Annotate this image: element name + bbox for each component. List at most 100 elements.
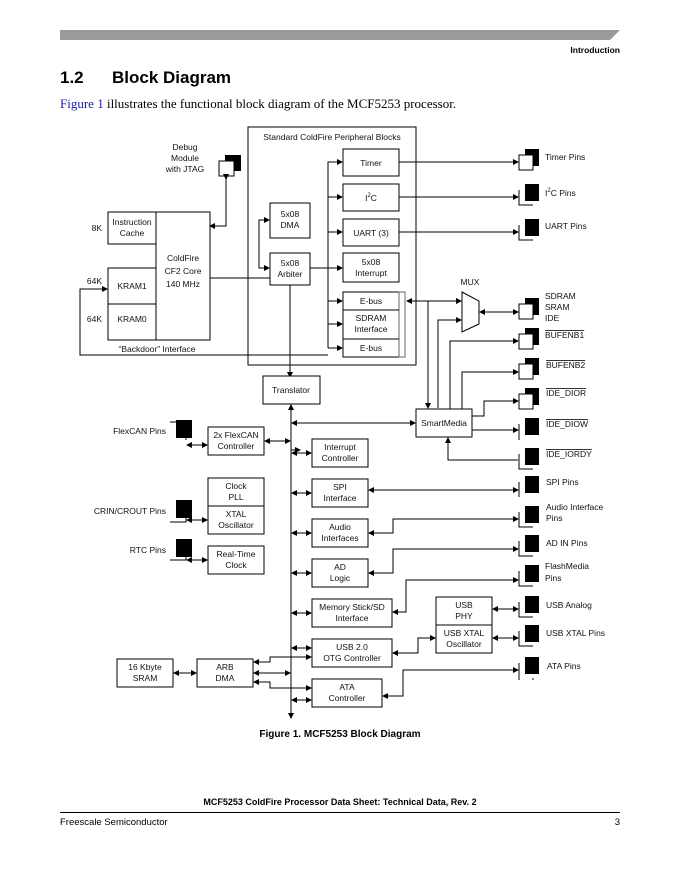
sram16-label-1: 16 Kbyte (128, 662, 162, 672)
audio-pins-label-2: Pins (546, 513, 563, 523)
footer-doc-title: MCF5253 ColdFire Processor Data Sheet: T… (203, 797, 477, 807)
core-label-3: 140 MHz (166, 279, 200, 289)
bus-timer (310, 159, 343, 269)
smartmedia-box (415, 408, 473, 438)
flash-pins-label-1: FlashMedia (545, 561, 589, 571)
arbiter-label-2: Arbiter (277, 269, 302, 279)
timer-pins-icon (518, 149, 539, 171)
ide-pins-label: IDE (545, 313, 560, 323)
bufenb2-icon (518, 358, 539, 380)
section-number: 1.2 (60, 68, 84, 87)
sdram-pins-label: SDRAM (545, 291, 576, 301)
peripheral-group-title: Standard ColdFire Peripheral Blocks (263, 132, 400, 142)
sram16-box (116, 658, 174, 688)
flexcan-pin-icon (170, 420, 192, 440)
kram1-size-label: 64K (87, 276, 102, 286)
usb-xtal-label-2: Oscillator (446, 639, 482, 649)
audio-pins-label-1: Audio Interface (546, 502, 603, 512)
sdram-if-label-2: Interface (354, 324, 387, 334)
core-label-2: CF2 Core (165, 266, 202, 276)
spi-pins-label: SPI Pins (546, 477, 579, 487)
footer-company: Freescale Semiconductor (60, 817, 168, 828)
xtal-label-2: Oscillator (218, 520, 254, 530)
timer-box (342, 148, 400, 177)
ata-pins-label: ATA Pins (547, 661, 581, 671)
ebus1-label: E-bus (360, 296, 382, 306)
backdoor-label: “Backdoor” Interface (118, 344, 195, 354)
sram-pins-label: SRAM (545, 302, 570, 312)
ide-iordy-label: IDE_IORDY (546, 449, 592, 459)
ide-dior-icon (518, 388, 539, 410)
interrupt5-label-1: 5x08 (362, 257, 381, 267)
arb-dma-box (196, 658, 254, 688)
bufenb2-line (461, 369, 519, 409)
ata-box (311, 678, 383, 708)
cache-size-label: 8K (92, 223, 103, 233)
coldfire-core-box (155, 211, 211, 341)
smartmedia-label: SmartMedia (421, 418, 467, 428)
ide-dior-line (472, 398, 519, 417)
usb-otg-label-1: USB 2.0 (336, 642, 368, 652)
arbiter-label-1: 5x08 (281, 258, 300, 268)
uart-label: UART (3) (353, 228, 389, 238)
rtc-pin-icon (170, 539, 192, 561)
ide-iordy-line (445, 437, 518, 461)
section-label: Introduction (570, 45, 620, 55)
crin-pin-icon (170, 500, 192, 523)
dma-label-2: DMA (281, 220, 300, 230)
i2c-pins-label: I2C Pins (545, 188, 576, 198)
arb-ata-link (253, 679, 312, 691)
audio-pins-icon (518, 506, 539, 528)
instruction-cache-label-1: Instruction (112, 217, 151, 227)
ide-iordy-icon (518, 448, 539, 470)
header-bar (60, 30, 620, 40)
dma-label-1: 5x08 (281, 209, 300, 219)
i2c-pins-icon (518, 184, 539, 206)
sdram-if-label-1: SDRAM (356, 313, 387, 323)
dma-box (269, 202, 311, 239)
audio-label-2: Interfaces (321, 533, 358, 543)
mux-label: MUX (461, 277, 480, 287)
ata-label-2: Controller (329, 693, 366, 703)
kram0-size-label: 64K (87, 314, 102, 324)
rtc-box (207, 545, 265, 575)
interrupt5-label-2: Interrupt (355, 268, 387, 278)
flexcan-label-1: 2x FlexCAN (213, 430, 258, 440)
bufenb1-label: BUFENB1 (545, 330, 584, 340)
clock-pll-label-1: Clock (225, 481, 247, 491)
crin-pins-label: CRIN/CROUT Pins (94, 506, 166, 516)
usb-analog-icon (518, 596, 539, 618)
usb-otg-phy-link (392, 635, 436, 656)
intro-text: illustrates the functional block diagram… (103, 96, 457, 111)
kram1-label: KRAM1 (117, 281, 147, 291)
flexcan-pins-label: FlexCAN Pins (113, 426, 166, 436)
xtal-box (207, 505, 265, 535)
ide-dior-label: IDE_DIOR (546, 388, 586, 398)
rtc-label-2: Clock (225, 560, 247, 570)
usb-xtal-pins-icon (518, 625, 539, 647)
adin-pins-label: AD IN Pins (546, 538, 588, 548)
audio-label-1: Audio (329, 522, 351, 532)
instruction-cache-label-2: Cache (120, 228, 145, 238)
usb-xtal-pins-label: USB XTAL Pins (546, 628, 605, 638)
figure-link[interactable]: Figure 1 (60, 96, 104, 111)
rtc-label-1: Real-Time (217, 549, 256, 559)
ide-diow-label: IDE_DIOW (546, 419, 588, 429)
translator-label: Translator (272, 385, 310, 395)
jtag-connector-icon (218, 155, 241, 177)
audio-pins-line (368, 516, 519, 536)
flash-pins-icon (518, 565, 539, 587)
debug-label-3: with JTAG (165, 164, 205, 174)
flash-pins-label-2: Pins (545, 573, 562, 583)
sdram-group-side (398, 291, 406, 358)
memory-stick-box (311, 598, 393, 628)
bufenb2-label: BUFENB2 (546, 360, 585, 370)
ebus2-label: E-bus (360, 343, 382, 353)
flash-pins-line (392, 577, 519, 615)
usb-xtal-label-1: USB XTAL (444, 628, 485, 638)
timer-pins-label: Timer Pins (545, 152, 585, 162)
usb-phy-label-2: PHY (455, 611, 473, 621)
pin-icons-right (518, 149, 539, 680)
kram0-label: KRAM0 (117, 314, 147, 324)
